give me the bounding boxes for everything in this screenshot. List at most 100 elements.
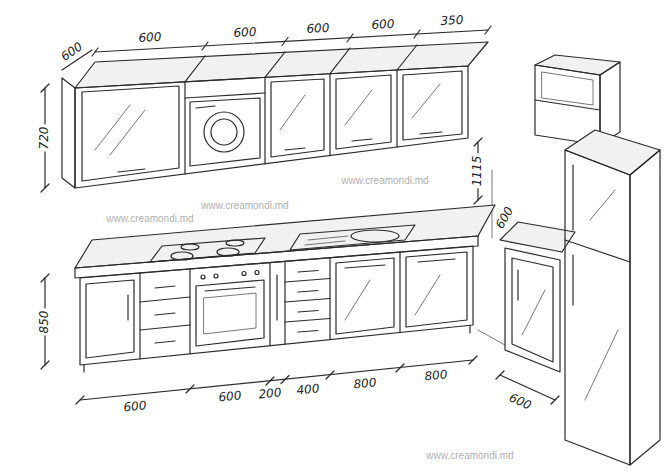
divider	[284, 261, 285, 344]
door	[336, 258, 394, 334]
watermark: www.creamondi.md	[424, 450, 515, 461]
burner	[226, 240, 244, 246]
tick	[347, 34, 353, 42]
tick	[396, 364, 404, 372]
drawer-line	[140, 325, 190, 330]
dimension-lines	[41, 26, 559, 404]
dimension-label: 600	[369, 18, 397, 33]
washer-door	[204, 112, 244, 152]
handle	[276, 275, 277, 320]
tick	[326, 371, 334, 379]
handle	[298, 311, 318, 313]
tick	[76, 396, 84, 404]
wall-corner	[492, 170, 493, 238]
dimension-label: 600	[57, 39, 87, 65]
fridge-mark	[585, 330, 618, 400]
tick	[282, 38, 288, 46]
drawer-line	[140, 297, 190, 302]
dimension-label: 600	[493, 203, 518, 233]
oven-door	[196, 280, 264, 346]
divider	[269, 263, 270, 346]
oven-handle	[205, 287, 255, 291]
knob	[255, 271, 259, 275]
dimension-label: 400	[294, 382, 322, 398]
door	[82, 86, 179, 181]
leg	[469, 326, 470, 333]
top-divider	[330, 48, 350, 74]
side-panel	[62, 78, 75, 188]
knob	[242, 272, 246, 276]
watermark: www.creamondi.md	[339, 175, 430, 186]
tick	[41, 84, 49, 92]
tick	[474, 138, 482, 146]
corner-unit	[500, 222, 575, 372]
dimension-label: 600	[505, 391, 535, 414]
countertop	[500, 222, 575, 252]
divider	[396, 70, 397, 147]
burner	[217, 248, 239, 256]
fridge-side	[630, 150, 660, 465]
tick	[414, 30, 420, 38]
leg	[83, 365, 84, 372]
tick	[266, 377, 274, 385]
wall-cabinets	[62, 42, 488, 188]
glass-mark	[280, 95, 305, 130]
divider	[329, 74, 330, 156]
divider	[139, 273, 140, 359]
handle	[118, 169, 145, 172]
drawer-line	[285, 299, 330, 303]
dimension-label: 600	[216, 389, 244, 405]
burner	[181, 244, 199, 250]
dimension-label: 600	[136, 31, 164, 46]
drawer-line	[285, 319, 330, 323]
glass-mark	[110, 110, 145, 155]
cabinet-front	[505, 248, 560, 372]
handle	[155, 313, 175, 315]
dimension-label: 600	[231, 26, 259, 41]
drainboard	[308, 236, 348, 240]
handle	[517, 270, 518, 300]
tick	[485, 26, 491, 34]
tick	[496, 371, 504, 379]
handle	[352, 139, 372, 141]
base-front	[80, 246, 473, 365]
dimension-label: 200	[256, 386, 284, 402]
door	[336, 75, 391, 149]
divider	[184, 82, 185, 174]
dimension-label: 600	[304, 22, 332, 37]
watermark: www.creamondi.md	[199, 200, 290, 211]
tick	[92, 48, 98, 56]
countertop	[75, 205, 495, 268]
top-divider	[265, 52, 285, 77]
tick	[41, 361, 49, 369]
handle	[418, 259, 455, 262]
handle	[155, 286, 175, 288]
divider	[399, 252, 400, 332]
washer-body	[190, 98, 260, 166]
knob	[214, 274, 218, 278]
tick	[186, 385, 194, 393]
handle	[298, 291, 318, 293]
handle	[298, 271, 318, 273]
dimension-label: 720	[38, 125, 51, 152]
glass-mark	[95, 105, 130, 150]
fridge-mark	[590, 190, 615, 220]
tick	[474, 196, 482, 204]
fridge-front	[565, 150, 630, 465]
cooktop	[150, 238, 265, 262]
door	[271, 79, 324, 157]
glass-mark	[345, 90, 372, 125]
cabinet-front	[75, 66, 468, 188]
handle	[285, 148, 305, 150]
divider	[264, 77, 265, 163]
top-divider	[397, 45, 417, 70]
base-cabinets	[75, 205, 495, 372]
glass-mark	[412, 84, 440, 118]
washer-panel	[196, 106, 215, 108]
floor-line	[478, 330, 505, 345]
dimension-label: 1115	[471, 154, 484, 189]
top-divider	[185, 56, 205, 82]
handle	[298, 331, 318, 333]
